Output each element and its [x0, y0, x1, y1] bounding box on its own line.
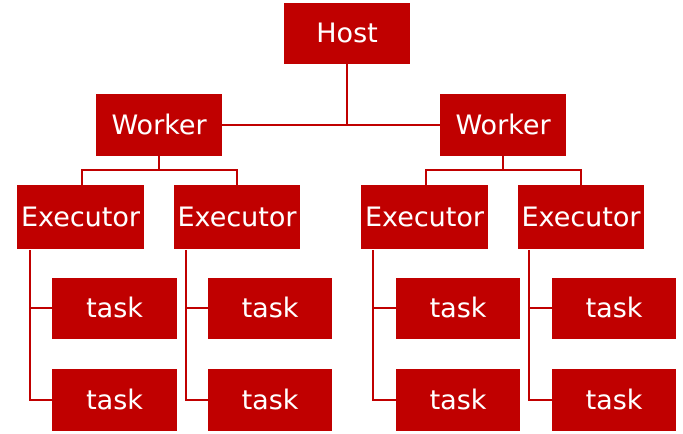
task-node: task: [208, 369, 332, 431]
task-node: task: [52, 278, 177, 339]
executor-node-1: Executor: [17, 185, 144, 249]
task-node: task: [552, 278, 676, 339]
task-node: task: [552, 369, 676, 431]
connector-executor-2-tasks: [185, 250, 208, 401]
worker-node-1: Worker: [96, 94, 222, 156]
connector-executor-1-tasks: [29, 250, 52, 401]
task-node: task: [52, 369, 177, 431]
connector-executor-4-tasks: [528, 250, 552, 401]
executor-node-4: Executor: [518, 185, 644, 249]
connector-worker-1-executors: [81, 156, 238, 185]
connector-host-workers: [222, 64, 440, 126]
task-node: task: [396, 278, 520, 339]
executor-node-3: Executor: [361, 185, 488, 249]
host-node: Host: [284, 3, 410, 64]
connector-executor-3-tasks: [372, 250, 396, 401]
task-node: task: [208, 278, 332, 339]
task-node: task: [396, 369, 520, 431]
connector-worker-2-executors: [425, 156, 582, 185]
executor-node-2: Executor: [174, 185, 300, 249]
worker-node-2: Worker: [440, 94, 566, 156]
